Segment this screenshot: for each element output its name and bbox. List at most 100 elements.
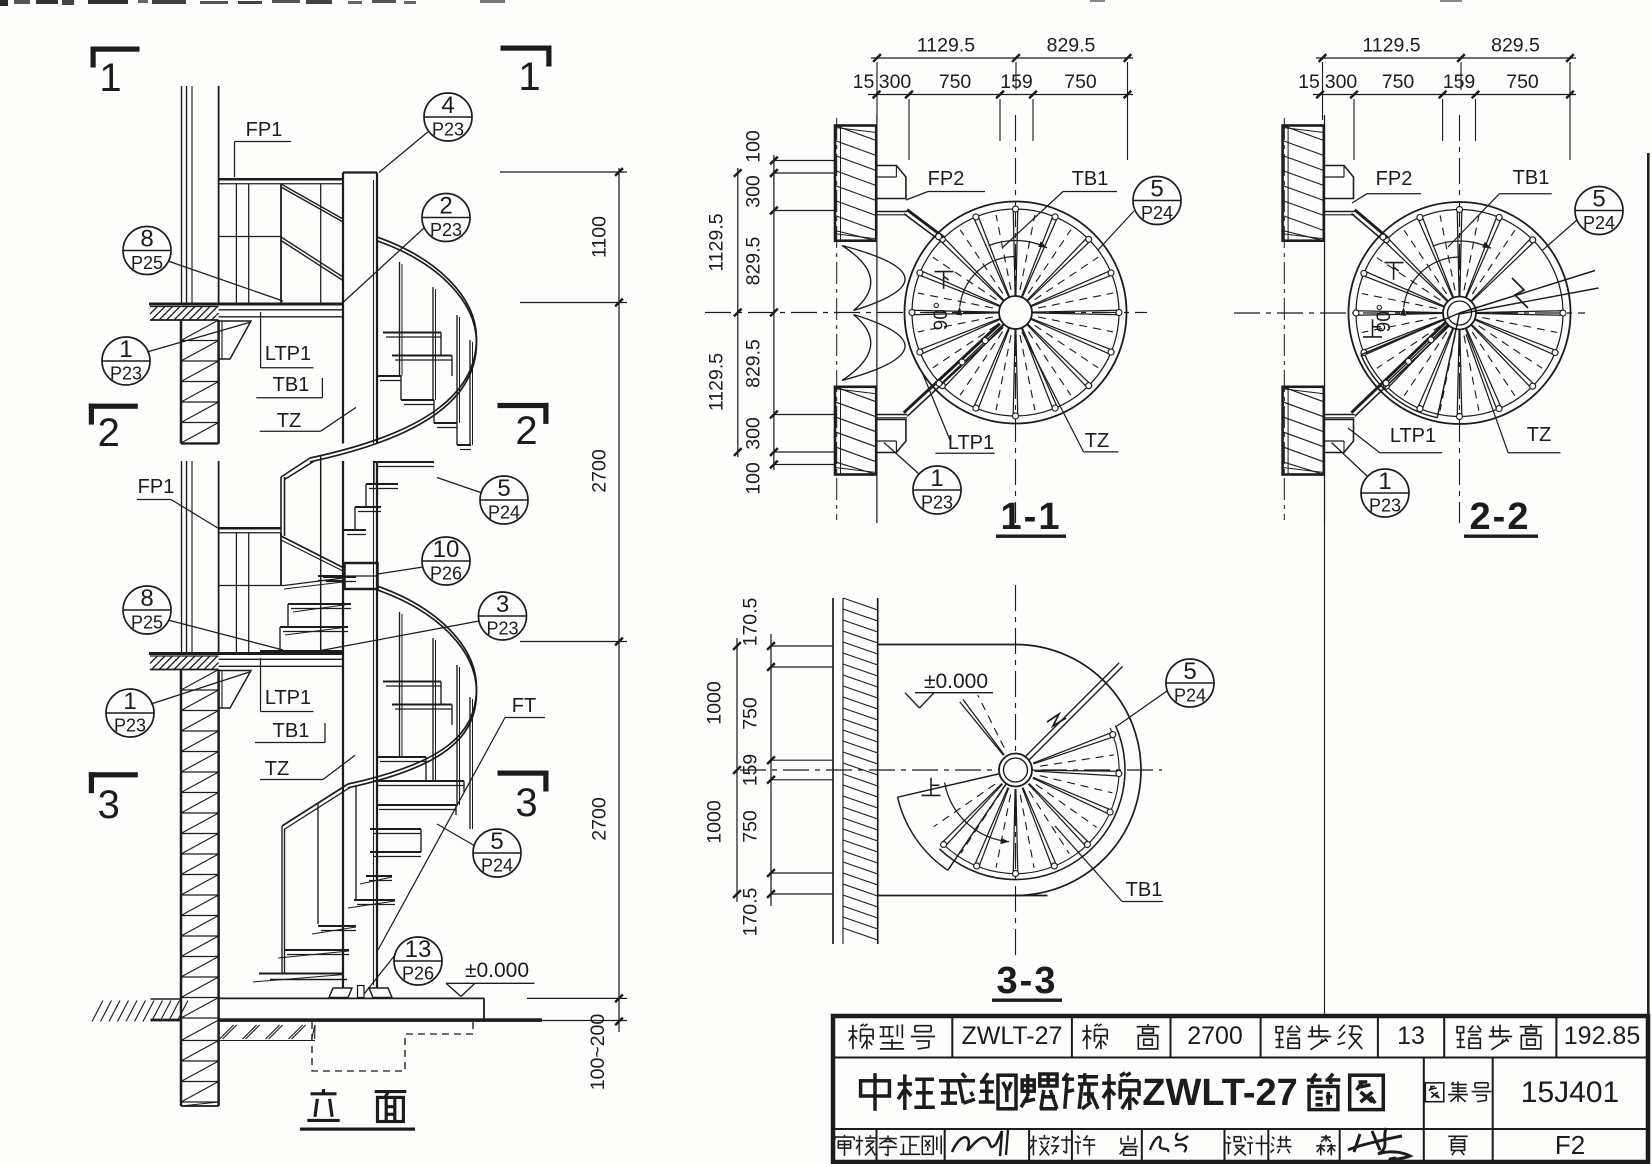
svg-text:TB1: TB1 <box>1513 167 1550 189</box>
svg-text:3: 3 <box>515 781 537 825</box>
svg-text:8: 8 <box>140 226 153 253</box>
svg-text:1000: 1000 <box>704 800 726 844</box>
svg-text:1: 1 <box>99 56 121 100</box>
svg-text:5: 5 <box>1150 176 1163 203</box>
svg-text:100: 100 <box>743 130 765 163</box>
svg-text:750: 750 <box>740 697 762 730</box>
svg-text:ZWLT-27: ZWLT-27 <box>962 1022 1063 1050</box>
svg-text:±0.000: ±0.000 <box>465 959 529 982</box>
svg-text:FP1: FP1 <box>138 476 175 498</box>
svg-text:P25: P25 <box>131 253 163 273</box>
svg-text:750: 750 <box>740 810 762 843</box>
svg-text:FP2: FP2 <box>1376 168 1413 190</box>
svg-text:2700: 2700 <box>589 449 611 493</box>
svg-text:1000: 1000 <box>704 681 726 725</box>
svg-text:TB1: TB1 <box>1126 879 1163 901</box>
svg-text:2: 2 <box>98 411 120 455</box>
svg-text:1129.5: 1129.5 <box>1362 35 1420 57</box>
svg-text:TZ: TZ <box>277 410 301 432</box>
svg-text:1: 1 <box>930 465 943 492</box>
svg-text:1100: 1100 <box>589 216 611 258</box>
svg-text:15: 15 <box>1298 71 1320 93</box>
svg-text:ZWLT-27: ZWLT-27 <box>1142 1072 1298 1114</box>
svg-text:100~200: 100~200 <box>587 1014 609 1091</box>
svg-text:750: 750 <box>1382 71 1415 93</box>
svg-text:TZ: TZ <box>1085 430 1109 452</box>
svg-text:170.5: 170.5 <box>740 597 762 646</box>
svg-text:P25: P25 <box>131 613 163 633</box>
svg-text:90°: 90° <box>931 302 952 331</box>
svg-text:2-2: 2-2 <box>1470 496 1531 538</box>
svg-text:170.5: 170.5 <box>740 887 762 936</box>
svg-text:300: 300 <box>743 417 765 450</box>
svg-text:LTP1: LTP1 <box>948 432 994 454</box>
svg-text:829.5: 829.5 <box>743 339 765 388</box>
svg-text:159: 159 <box>1443 71 1476 93</box>
svg-text:1129.5: 1129.5 <box>917 35 975 57</box>
svg-text:P23: P23 <box>921 493 953 513</box>
svg-text:5: 5 <box>1183 658 1196 685</box>
svg-text:1: 1 <box>119 336 132 363</box>
svg-text:1129.5: 1129.5 <box>706 213 728 271</box>
svg-text:TB1: TB1 <box>273 720 310 742</box>
svg-text:300: 300 <box>743 175 765 208</box>
svg-text:1129.5: 1129.5 <box>706 353 728 411</box>
svg-text:750: 750 <box>1506 71 1539 93</box>
svg-text:10: 10 <box>433 536 460 563</box>
svg-text:13: 13 <box>405 936 432 963</box>
svg-text:2: 2 <box>439 193 452 220</box>
svg-text:3-3: 3-3 <box>997 960 1058 1002</box>
svg-text:P24: P24 <box>1174 686 1206 706</box>
svg-text:15: 15 <box>853 71 875 93</box>
svg-text:P24: P24 <box>1583 213 1615 233</box>
svg-text:829.5: 829.5 <box>743 236 765 285</box>
svg-text:LTP1: LTP1 <box>1390 425 1436 447</box>
svg-text:192.85: 192.85 <box>1564 1022 1640 1050</box>
svg-text:750: 750 <box>939 71 972 93</box>
svg-text:P24: P24 <box>1141 203 1173 223</box>
svg-text:3: 3 <box>98 783 120 827</box>
svg-text:100: 100 <box>743 462 765 495</box>
svg-text:FP2: FP2 <box>928 168 965 190</box>
svg-text:TZ: TZ <box>1527 424 1551 446</box>
svg-text:750: 750 <box>1064 71 1097 93</box>
svg-text:300: 300 <box>1325 71 1358 93</box>
svg-text:P23: P23 <box>430 220 462 240</box>
svg-text:1: 1 <box>123 688 136 715</box>
svg-text:TB1: TB1 <box>1072 168 1109 190</box>
svg-text:5: 5 <box>490 828 503 855</box>
svg-text:5: 5 <box>497 475 510 502</box>
svg-text:159: 159 <box>740 754 762 787</box>
svg-text:P26: P26 <box>402 964 434 984</box>
svg-text:13: 13 <box>1397 1022 1425 1050</box>
svg-text:F2: F2 <box>1555 1130 1585 1160</box>
svg-text:5: 5 <box>1592 186 1605 213</box>
svg-text:P24: P24 <box>488 503 520 523</box>
svg-text:P24: P24 <box>481 856 513 876</box>
svg-text:1-1: 1-1 <box>1001 496 1062 538</box>
svg-text:2: 2 <box>515 409 537 453</box>
svg-text:P23: P23 <box>110 364 142 384</box>
svg-text:LTP1: LTP1 <box>265 343 311 365</box>
svg-text:P23: P23 <box>114 716 146 736</box>
svg-text:TB1: TB1 <box>273 374 310 396</box>
svg-text:1: 1 <box>518 55 540 99</box>
svg-text:P26: P26 <box>430 564 462 584</box>
svg-text:FP1: FP1 <box>246 119 283 141</box>
svg-text:300: 300 <box>879 71 912 93</box>
svg-text:1: 1 <box>1378 468 1391 495</box>
svg-text:FT: FT <box>512 695 536 717</box>
svg-text:P23: P23 <box>486 619 518 639</box>
svg-text:8: 8 <box>140 585 153 612</box>
svg-text:829.5: 829.5 <box>1047 35 1096 57</box>
svg-text:90°: 90° <box>1374 304 1395 333</box>
svg-text:4: 4 <box>441 92 454 119</box>
svg-text:TZ: TZ <box>265 758 289 780</box>
svg-text:15J401: 15J401 <box>1521 1076 1619 1109</box>
svg-text:P23: P23 <box>1369 496 1401 516</box>
svg-text:±0.000: ±0.000 <box>924 670 988 693</box>
svg-text:829.5: 829.5 <box>1491 35 1540 57</box>
svg-text:LTP1: LTP1 <box>265 687 311 709</box>
svg-text:2700: 2700 <box>589 797 611 841</box>
svg-text:P23: P23 <box>432 120 464 140</box>
